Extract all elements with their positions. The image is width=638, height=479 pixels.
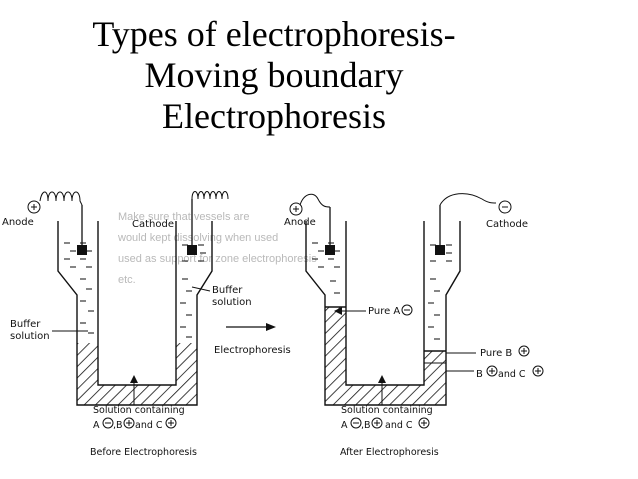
bleed-line-3: used as support for zone electrophoresis — [118, 253, 317, 265]
after-sample-hatch — [325, 307, 446, 405]
before-left-buffer — [64, 242, 94, 334]
svg-text:A: A — [341, 420, 348, 431]
after-and-c-label: and C — [498, 369, 526, 380]
before-tube-outline — [57, 221, 213, 406]
after-pure-b-label: Pure B — [480, 348, 512, 359]
bleed-line-2: would kept dissolving when used — [117, 232, 278, 244]
after-cathode-label: Cathode — [486, 219, 528, 230]
before-sample-hatch — [77, 343, 197, 405]
before-anode-electrode — [77, 245, 87, 255]
after-cathode-wire — [439, 193, 497, 206]
before-anode-label: Anode — [2, 217, 34, 228]
process-arrow: Electrophoresis — [214, 323, 291, 356]
after-cathode-electrode — [435, 245, 445, 255]
after-anode-wire — [299, 193, 331, 208]
after-ions: A ,B and C — [341, 417, 430, 431]
before-caption: Before Electrophoresis — [90, 447, 197, 458]
after-apparatus: Anode Cathode Pure A Pure B B and C Solu… — [284, 193, 544, 458]
before-cathode-electrode — [187, 245, 197, 255]
before-apparatus: Anode Cathode Buffer solution Buffer sol… — [2, 191, 252, 458]
electrophoresis-diagram: Make sure that vessels are would kept di… — [2, 191, 544, 458]
svg-text:and C: and C — [135, 420, 163, 431]
svg-text:,B: ,B — [361, 420, 371, 431]
title-line-3: Electrophoresis — [162, 96, 386, 136]
after-right-buffer — [428, 244, 452, 340]
before-buffer-left-1: Buffer — [10, 319, 41, 330]
bleed-line-1: Make sure that vessels are — [118, 211, 249, 223]
before-cathode-wire — [191, 191, 229, 200]
after-anode-electrode — [325, 245, 335, 255]
bleed-through-text: Make sure that vessels are would kept di… — [117, 211, 317, 286]
after-pure-a-label: Pure A — [368, 306, 400, 317]
before-solution-label: Solution containing — [93, 405, 185, 416]
svg-text:,B: ,B — [113, 420, 123, 431]
before-anode-wire — [39, 191, 83, 206]
before-buffer-right-2: solution — [212, 297, 252, 308]
after-anode-label: Anode — [284, 217, 316, 228]
svg-text:and C: and C — [385, 420, 413, 431]
title-line-2: Moving boundary — [144, 55, 404, 95]
after-caption: After Electrophoresis — [340, 447, 439, 458]
after-b-label: B — [476, 369, 483, 380]
before-buffer-left-2: solution — [10, 331, 50, 342]
pure-a-minus-icon — [401, 304, 413, 316]
before-buffer-right-1: Buffer — [212, 285, 243, 296]
arrow-label: Electrophoresis — [214, 345, 291, 356]
after-left-buffer — [312, 242, 340, 294]
pure-b-plus-icon — [518, 345, 530, 357]
after-solution-label: Solution containing — [341, 405, 433, 416]
before-ions: A ,B and C — [93, 417, 177, 431]
after-tube-outline — [305, 221, 461, 406]
svg-text:A: A — [93, 420, 100, 431]
slide-title: Types of electrophoresis- Moving boundar… — [0, 14, 548, 137]
bleed-line-4: etc. — [118, 274, 136, 286]
before-cathode-label: Cathode — [132, 219, 174, 230]
title-line-1: Types of electrophoresis- — [92, 14, 456, 54]
